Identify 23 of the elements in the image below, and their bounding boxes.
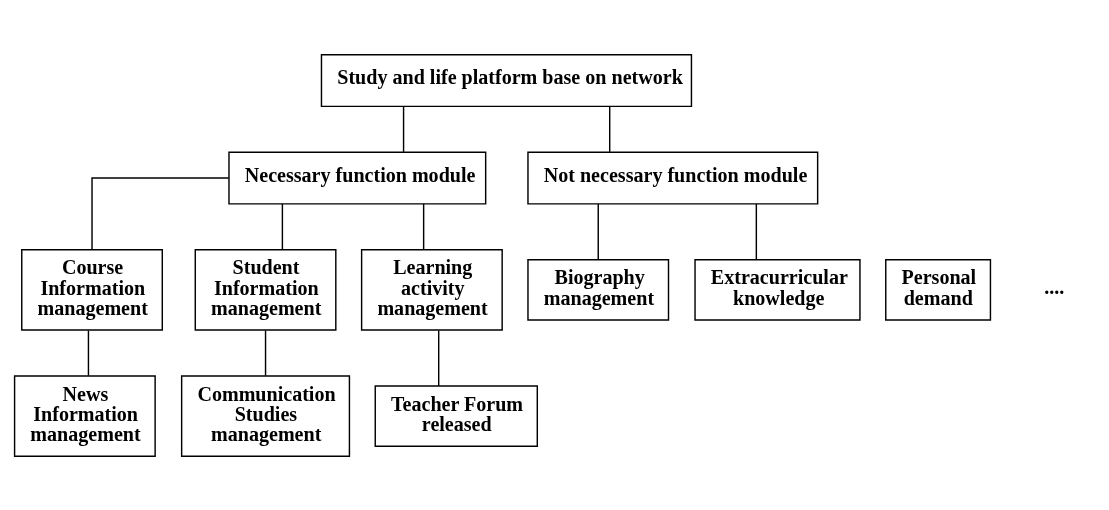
node-box: Necessary function module	[228, 151, 487, 205]
node-box: Communication Studies management	[180, 374, 351, 457]
node-box: News Information management	[13, 374, 156, 457]
connector	[438, 329, 440, 387]
node-box: Course Information management	[21, 248, 163, 331]
connector	[281, 202, 284, 250]
connector	[402, 105, 405, 153]
node-box: Study and life platform base on network	[320, 53, 693, 107]
connector	[609, 105, 611, 153]
node-box: Extracurricular knowledge	[694, 258, 861, 321]
connector	[91, 176, 230, 250]
label: ....	[1044, 275, 1065, 298]
node-box: Student Information management	[194, 248, 337, 331]
connector	[755, 202, 758, 260]
node-box: Biography management	[527, 258, 670, 321]
node-box: Teacher Forum released	[374, 384, 538, 447]
connector	[87, 329, 90, 376]
connector	[597, 202, 599, 260]
connector	[264, 329, 267, 376]
node-box: Not necessary function module	[527, 151, 819, 205]
node-box: Personal demand	[885, 258, 992, 321]
connector	[422, 202, 425, 250]
node-box: Learning activity management	[360, 248, 503, 331]
